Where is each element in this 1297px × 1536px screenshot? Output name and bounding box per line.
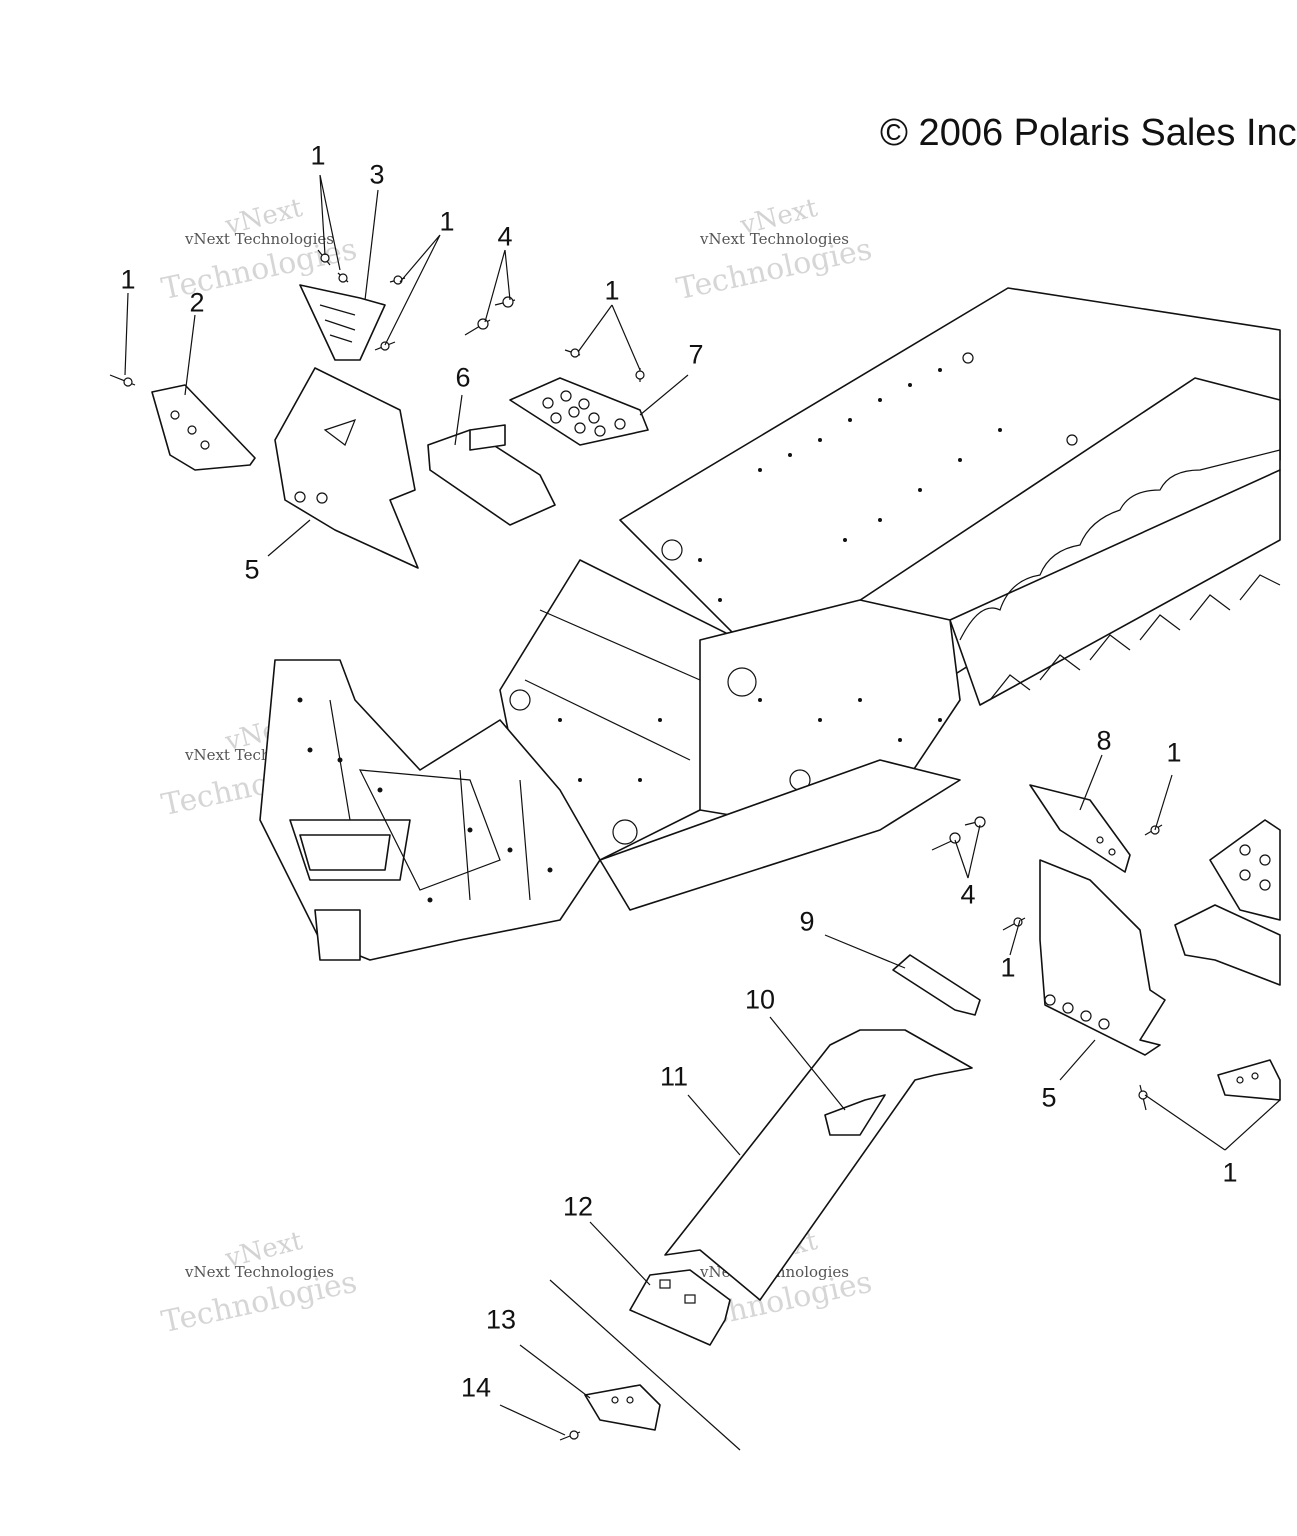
callout-11: 11 xyxy=(659,1061,689,1092)
copyright-notice: © 2006 Polaris Sales Inc xyxy=(880,112,1297,154)
part-2-bracket-lower xyxy=(1217,1059,1281,1101)
front-frame xyxy=(259,659,601,961)
callout-2: 2 xyxy=(189,287,205,318)
callout-5: 5 xyxy=(1041,1082,1057,1113)
part-12-guard xyxy=(629,1269,731,1346)
callout-3: 3 xyxy=(369,159,385,190)
callout-1: 1 xyxy=(1222,1157,1238,1188)
callout-6: 6 xyxy=(455,362,471,393)
callout-13: 13 xyxy=(485,1304,517,1335)
part-7-plate-lower xyxy=(1209,819,1281,921)
callout-10: 10 xyxy=(744,984,776,1015)
part-2-bracket xyxy=(151,384,256,471)
chassis-tunnel xyxy=(499,287,1281,911)
callout-4: 4 xyxy=(497,221,513,252)
callout-1: 1 xyxy=(439,206,455,237)
callout-14: 14 xyxy=(460,1372,492,1403)
callout-8: 8 xyxy=(1096,725,1112,756)
part-6-tube-bracket-lower xyxy=(1174,904,1281,986)
leader-lines xyxy=(124,174,1281,1451)
part-5-footrest-upper xyxy=(274,367,419,569)
part-9-clip xyxy=(892,954,981,1016)
part-3-heel-pad xyxy=(299,284,386,361)
callout-1: 1 xyxy=(604,275,620,306)
part-13-plate xyxy=(584,1384,661,1431)
part-8-bracket xyxy=(1029,784,1131,873)
part-7-plate-upper xyxy=(509,377,649,446)
callout-1: 1 xyxy=(310,140,326,171)
callout-12: 12 xyxy=(562,1191,594,1222)
callout-7: 7 xyxy=(688,339,704,370)
callout-1: 1 xyxy=(1166,737,1182,768)
callout-1: 1 xyxy=(120,264,136,295)
callout-1: 1 xyxy=(1000,952,1016,983)
part-6-tube-bracket xyxy=(427,424,556,526)
part-11-panel xyxy=(664,1029,973,1301)
callout-4: 4 xyxy=(960,879,976,910)
part-10-decal xyxy=(824,1094,886,1136)
part-5-footrest-lower xyxy=(1039,859,1166,1056)
callout-9: 9 xyxy=(799,906,815,937)
callout-5: 5 xyxy=(244,554,260,585)
